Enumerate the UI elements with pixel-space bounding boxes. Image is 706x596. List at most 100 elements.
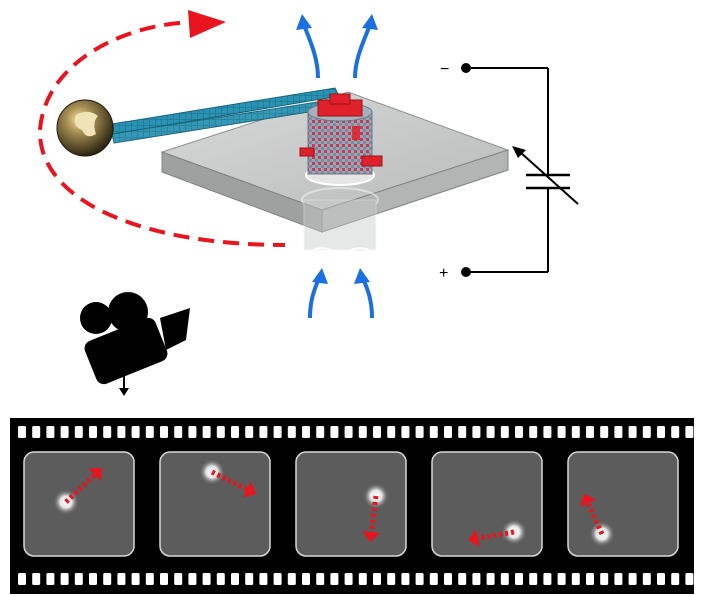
sprocket-hole xyxy=(32,426,41,438)
arrow-up-icon xyxy=(296,14,312,30)
sprocket-hole xyxy=(543,426,552,438)
sprocket-hole xyxy=(387,426,396,438)
sprocket-hole xyxy=(287,573,296,585)
sprocket-hole xyxy=(628,426,637,438)
sprocket-hole xyxy=(557,573,566,585)
sprocket-hole xyxy=(685,573,694,585)
arrow-up-icon xyxy=(362,14,378,30)
sprocket-hole xyxy=(642,426,651,438)
sprocket-hole xyxy=(145,573,154,585)
track-arrowhead-icon xyxy=(362,530,381,542)
sprocket-hole xyxy=(358,573,367,585)
sprocket-hole xyxy=(89,573,97,585)
sprocket-hole xyxy=(174,573,183,585)
sprocket-hole xyxy=(60,573,69,585)
sprocket-hole xyxy=(586,426,594,438)
sprocket-hole xyxy=(614,426,623,438)
track-arrowhead-icon xyxy=(468,529,480,548)
sprocket-hole xyxy=(117,573,126,585)
sprocket-hole xyxy=(145,426,154,438)
track-arrow xyxy=(477,529,515,541)
sprocket-hole xyxy=(614,573,623,585)
sprocket-hole xyxy=(74,426,83,438)
sprocket-hole xyxy=(216,573,225,585)
sprocket-hole xyxy=(131,426,140,438)
track-arrowhead-icon xyxy=(579,494,597,507)
sprocket-hole xyxy=(287,426,296,438)
sprocket-hole xyxy=(557,426,566,438)
film-frame xyxy=(159,451,271,557)
sprocket-hole xyxy=(18,426,26,438)
track-arrow xyxy=(210,469,249,492)
sprocket-hole xyxy=(174,426,183,438)
sprocket-hole xyxy=(657,573,665,585)
sprocket-hole xyxy=(330,426,339,438)
track-arrow xyxy=(368,495,379,533)
sprocket-hole xyxy=(344,426,353,438)
sprocket-hole xyxy=(458,573,467,585)
sprocket-hole xyxy=(486,573,495,585)
sprocket-hole xyxy=(103,573,112,585)
sprocket-hole xyxy=(46,426,55,438)
sprocket-hole xyxy=(188,573,197,585)
sprocket-hole xyxy=(302,426,310,438)
sprocket-hole xyxy=(160,573,168,585)
sprocket-hole xyxy=(486,426,495,438)
flow-arrows-bottom xyxy=(308,268,374,319)
sprocket-hole xyxy=(571,426,580,438)
sprocket-hole xyxy=(571,573,580,585)
sprocket-hole xyxy=(529,426,538,438)
film-strip xyxy=(10,418,694,594)
sprocket-hole xyxy=(160,426,168,438)
sprocket-hole xyxy=(330,573,339,585)
sprocket-hole xyxy=(60,426,69,438)
arrow-up-icon xyxy=(354,268,370,284)
sprocket-hole xyxy=(628,573,637,585)
sprocket-hole xyxy=(202,426,211,438)
sprocket-hole xyxy=(586,573,594,585)
sprocket-hole xyxy=(32,573,41,585)
sprocket-hole xyxy=(472,573,481,585)
sprocket-hole xyxy=(458,426,467,438)
orbit-arrowhead-icon xyxy=(188,10,226,38)
sprocket-hole xyxy=(429,426,438,438)
arrow-up-icon xyxy=(312,268,328,284)
sprocket-hole xyxy=(515,426,523,438)
minus-label: − xyxy=(440,61,449,78)
sprocket-hole xyxy=(401,426,410,438)
sprocket-hole xyxy=(444,426,452,438)
sprocket-hole xyxy=(671,573,680,585)
sprocket-hole xyxy=(472,426,481,438)
film-frame xyxy=(23,451,135,557)
film-frame xyxy=(431,451,543,557)
rotor-reflection xyxy=(301,187,379,261)
sprocket-hole xyxy=(202,573,211,585)
sprocket-hole xyxy=(131,573,140,585)
sprocket-hole xyxy=(657,426,665,438)
sprocket-hole xyxy=(216,426,225,438)
track-arrowhead-icon xyxy=(243,481,256,498)
sprocket-hole xyxy=(401,573,410,585)
sprocket-hole xyxy=(103,426,112,438)
gold-bead xyxy=(56,99,114,157)
sprocket-hole xyxy=(259,573,268,585)
sprocket-hole xyxy=(259,426,268,438)
film-frame xyxy=(567,451,679,557)
sprocket-hole xyxy=(415,426,424,438)
sprocket-hole xyxy=(273,426,282,438)
video-camera-icon xyxy=(80,292,190,396)
variable-capacitor-icon xyxy=(512,146,579,205)
sprocket-hole xyxy=(685,426,694,438)
flow-arrows-top xyxy=(296,14,378,79)
sprocket-hole xyxy=(74,573,83,585)
sprocket-hole xyxy=(316,573,325,585)
sprocket-hole xyxy=(18,573,26,585)
sprocket-hole xyxy=(500,573,509,585)
sprocket-hole xyxy=(358,426,367,438)
sprocket-hole xyxy=(642,573,651,585)
sprocket-hole xyxy=(529,573,538,585)
voltage-circuit: − + xyxy=(439,61,579,282)
sprocket-hole xyxy=(231,426,239,438)
sprocket-hole xyxy=(188,426,197,438)
